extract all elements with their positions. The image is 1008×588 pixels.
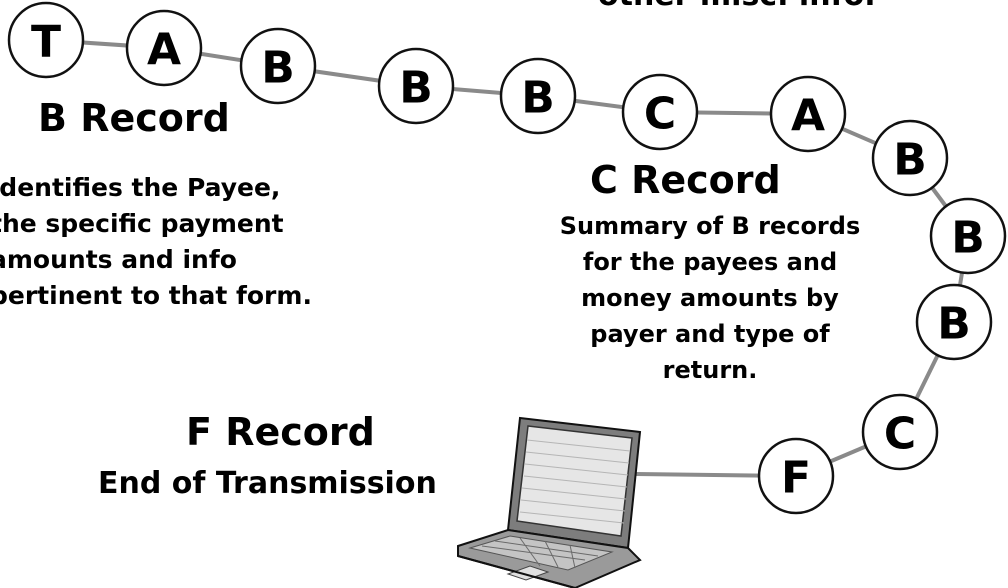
c-record-description: Summary of B records for the payees and … — [505, 208, 915, 388]
node-label: B — [893, 135, 927, 186]
node-label: B — [937, 299, 971, 350]
node-circle — [499, 57, 577, 135]
c-record-line: money amounts by — [581, 284, 839, 312]
c-record-line: Summary of B records — [559, 212, 861, 240]
node-circle — [239, 27, 317, 105]
node-circle — [757, 437, 835, 515]
record-node-c: C — [621, 73, 699, 151]
record-node-b: B — [871, 119, 949, 197]
record-node-b: B — [929, 197, 1007, 275]
node-circle — [125, 9, 203, 87]
node-label: B — [951, 213, 985, 264]
node-label: A — [147, 25, 181, 76]
f-record-title: F Record — [186, 410, 375, 454]
b-record-title: B Record — [38, 96, 230, 140]
b-record-line: Identifies the Payee, — [0, 173, 281, 202]
node-label: F — [781, 453, 811, 504]
node-circle — [915, 283, 993, 361]
node-label: T — [31, 17, 61, 68]
b-record-line: the specific payment — [0, 209, 284, 238]
record-node-t: T — [7, 1, 85, 79]
b-record-description: Identifies the Payee, the specific payme… — [0, 170, 312, 314]
record-node-c: C — [861, 393, 939, 471]
node-label: C — [884, 409, 916, 460]
node-circle — [871, 119, 949, 197]
node-label: C — [644, 89, 676, 140]
c-record-line: return. — [662, 356, 758, 384]
record-node-b: B — [499, 57, 577, 135]
record-node-b: B — [239, 27, 317, 105]
b-record-line: amounts and info — [0, 245, 237, 274]
node-circle — [7, 1, 85, 79]
node-label: B — [261, 43, 295, 94]
record-node-f: F — [757, 437, 835, 515]
record-node-a: A — [769, 75, 847, 153]
record-node-b: B — [377, 47, 455, 125]
c-record-line: payer and type of — [590, 320, 830, 348]
node-label: B — [399, 63, 433, 114]
node-circle — [621, 73, 699, 151]
top-partial-text: other misc. info. — [598, 0, 876, 13]
c-record-title: C Record — [590, 158, 781, 202]
f-record-subtitle: End of Transmission — [98, 466, 437, 501]
record-node-b: B — [915, 283, 993, 361]
b-record-line: pertinent to that form. — [0, 281, 312, 310]
record-node-a: A — [125, 9, 203, 87]
node-circle — [861, 393, 939, 471]
node-label: B — [521, 73, 555, 124]
node-circle — [769, 75, 847, 153]
c-record-line: for the payees and — [582, 248, 838, 276]
node-label: A — [791, 91, 825, 142]
node-circle — [929, 197, 1007, 275]
node-circle — [377, 47, 455, 125]
laptop-icon — [457, 416, 642, 588]
